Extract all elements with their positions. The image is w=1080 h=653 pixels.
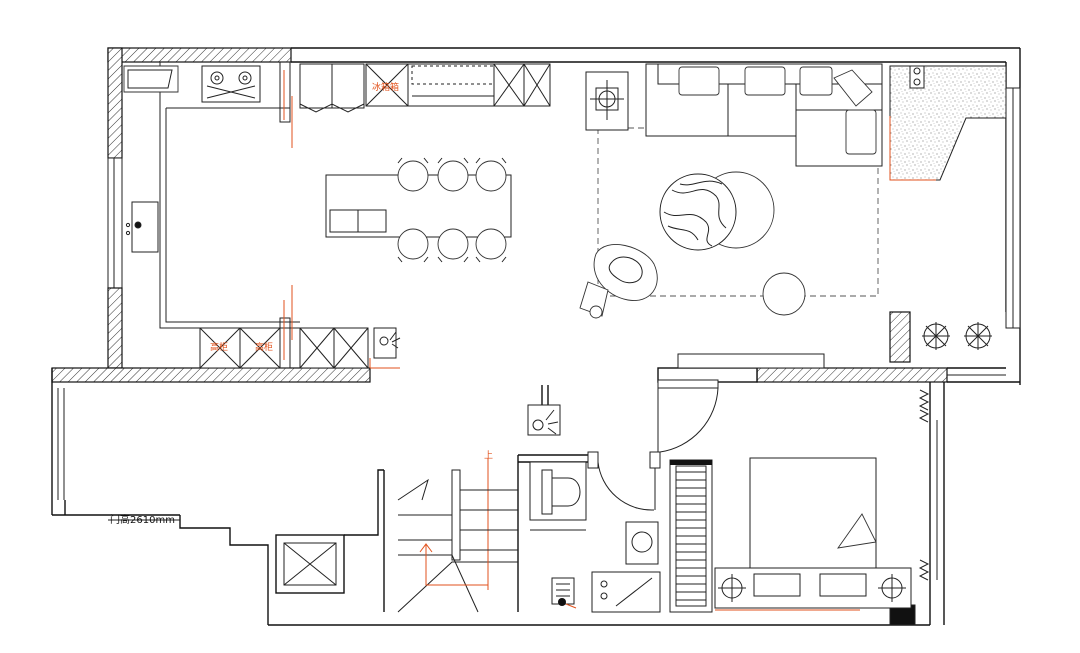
cabinet-label-right: 高柜	[255, 341, 273, 353]
bedroom	[669, 389, 930, 613]
bed	[749, 457, 877, 573]
outer-walls	[51, 47, 1021, 385]
lower-walls	[51, 368, 945, 626]
stairs-area: 上	[397, 404, 661, 613]
fridge-label: 冰箱箱	[372, 81, 399, 93]
door-height-label: 门高2610mm	[110, 513, 175, 526]
living-room	[579, 63, 1007, 456]
stairs-up-label: 上	[484, 450, 493, 461]
stair-steps	[397, 478, 518, 613]
cabinet-label-left: 高柜	[210, 341, 228, 353]
dining	[325, 157, 512, 263]
chairs-bottom	[397, 228, 507, 263]
kitchen: 冰箱箱 高柜 高柜	[123, 61, 551, 369]
wardrobe-hangers	[676, 471, 706, 601]
plant-icons	[922, 322, 992, 350]
chairs-top	[397, 157, 507, 192]
cooktop	[201, 65, 261, 103]
